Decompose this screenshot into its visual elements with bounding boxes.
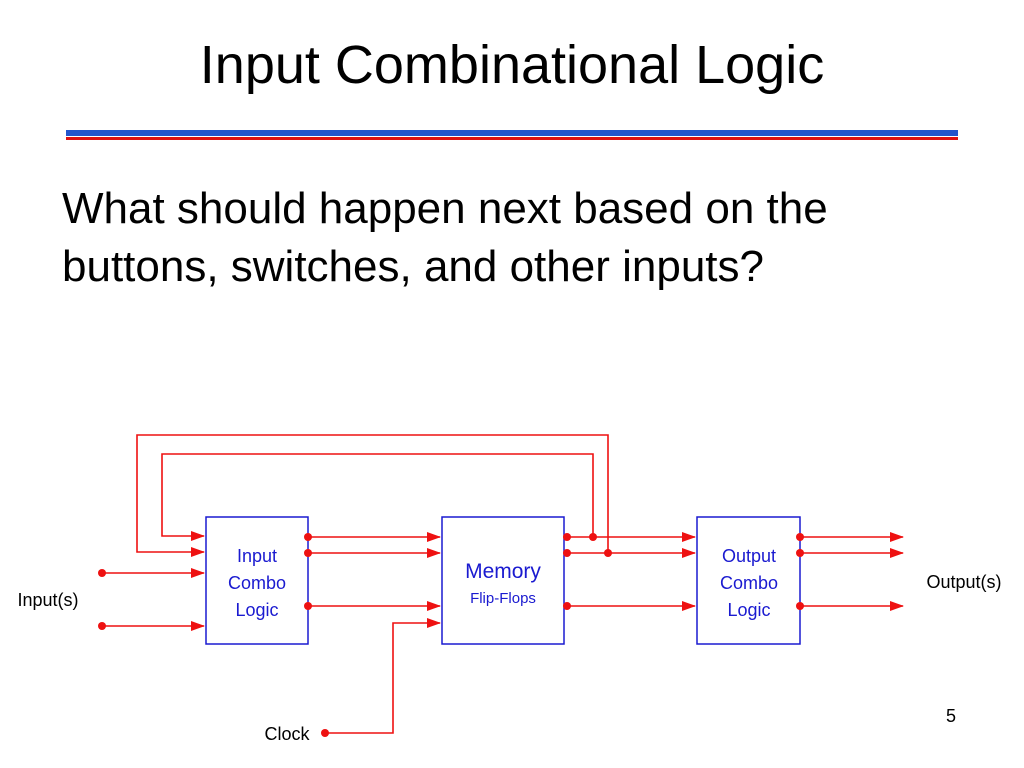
memory-block-label: Memory (465, 560, 541, 583)
memory-flip-flops-block (441, 516, 565, 645)
input-combo-logic-block (205, 516, 309, 645)
feedback-junction-dot-1 (589, 533, 597, 541)
memory-block-sublabel: Flip-Flops (470, 590, 536, 607)
memory-out-dot-1 (563, 533, 571, 541)
output-block-label-line-3: Logic (727, 600, 770, 620)
memory-out-dot-2 (563, 549, 571, 557)
output-combo-logic-block (696, 516, 801, 645)
output-block-label-line-1: Output (722, 546, 776, 566)
output-logic-out-dot-1 (796, 533, 804, 541)
outputs-label: Output(s) (926, 572, 1001, 592)
slide-title: Input Combinational Logic (199, 35, 825, 95)
output-block-label-line-2: Combo (720, 573, 778, 593)
clock-label: Clock (264, 724, 310, 744)
memory-out-dot-3 (563, 602, 571, 610)
input-block-label-line-2: Combo (228, 573, 286, 593)
inputs-label: Input(s) (17, 590, 78, 610)
input-block-label-line-1: Input (237, 546, 277, 566)
feedback-junction-dot-2 (604, 549, 612, 557)
output-logic-out-dot-2 (796, 549, 804, 557)
input-terminal-dot-1 (98, 569, 106, 577)
slide-body-text: What should happen next based on the but… (62, 184, 828, 291)
input-terminal-dot-2 (98, 622, 106, 630)
title-rule-red (66, 137, 958, 140)
input-block-label-line-3: Logic (235, 600, 278, 620)
feedback-wire-inner (161, 453, 594, 541)
title-rule-blue (66, 130, 958, 136)
input-logic-out-dot-2 (304, 549, 312, 557)
feedback-wire-outer (136, 434, 609, 557)
page-number: 5 (946, 706, 957, 726)
output-logic-out-dot-3 (796, 602, 804, 610)
input-logic-out-dot-1 (304, 533, 312, 541)
input-logic-out-dot-3 (304, 602, 312, 610)
clock-terminal-dot (321, 729, 329, 737)
clock-wire (325, 618, 441, 734)
